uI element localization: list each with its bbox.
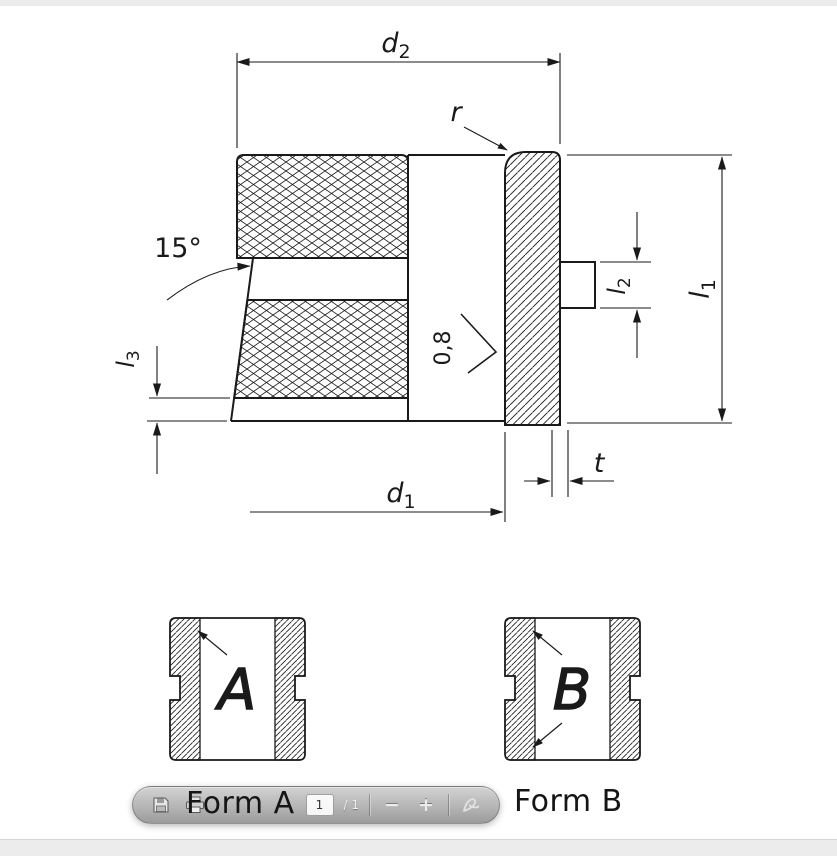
surface-roughness-symbol: 0,8 — [431, 313, 498, 374]
upper-knurl-band — [236, 154, 409, 259]
roughness-value: 0,8 — [431, 331, 456, 366]
svg-text:d1: d1 — [386, 478, 415, 513]
main-view-knurled-body — [230, 154, 505, 422]
zoom-out-button[interactable]: − — [380, 793, 404, 817]
form-b-view: B — [504, 617, 641, 761]
form-a-left-wall — [169, 617, 201, 761]
page-number-value: 1 — [315, 798, 324, 812]
slot-angled-edge — [230, 257, 254, 422]
form-a-letter: A — [215, 658, 256, 723]
main-view-flange-section — [504, 151, 596, 426]
print-icon — [186, 796, 204, 813]
dimension-d1: d1 — [250, 432, 506, 522]
toolbar-divider-2 — [448, 794, 449, 816]
svg-text:d2: d2 — [381, 28, 410, 63]
t-label: t — [594, 448, 606, 479]
page-number-field[interactable]: 1 — [305, 794, 334, 816]
dimension-d2: d2 — [236, 28, 561, 148]
zoom-in-icon: + — [418, 793, 434, 816]
zoom-in-button[interactable]: + — [414, 793, 438, 817]
acrobat-icon — [463, 798, 480, 812]
zoom-out-icon: − — [384, 793, 400, 816]
print-button[interactable] — [183, 793, 207, 817]
dimension-angle-15deg: 15° — [154, 233, 251, 301]
pdf-floating-toolbar: 1 / 1 − + — [132, 786, 500, 824]
l1-label: l — [685, 291, 716, 299]
lower-knurl-band — [233, 299, 409, 399]
d1-label: d — [386, 478, 404, 509]
form-a-caption: Form A — [186, 786, 295, 821]
page-edge-bottom — [0, 839, 837, 856]
angle-label: 15° — [154, 233, 202, 264]
l3-label: l — [112, 361, 140, 368]
svg-text:l1: l1 — [685, 279, 720, 299]
l2-label: l — [603, 288, 631, 295]
form-a-view: A — [169, 617, 306, 761]
form-b-arrow-bottom — [532, 722, 563, 748]
acrobat-button[interactable] — [459, 793, 483, 817]
form-b-left-wall — [504, 617, 536, 761]
svg-text:l3: l3 — [112, 350, 144, 368]
flange-outline — [504, 151, 561, 426]
dimension-t: t — [524, 430, 614, 497]
dimension-l1: l1 — [567, 154, 732, 424]
form-b-arrow-top — [532, 630, 563, 656]
flange-boss — [559, 261, 596, 309]
form-a-arrow — [197, 630, 228, 656]
form-a-right-wall — [274, 617, 306, 761]
save-icon — [153, 797, 169, 813]
dimension-l2: l2 — [600, 212, 651, 358]
svg-text:l2: l2 — [603, 277, 635, 295]
roughness-check-icon — [460, 313, 498, 374]
form-b-caption: Form B — [514, 784, 623, 819]
form-b-right-wall — [609, 617, 641, 761]
toolbar-divider — [369, 794, 370, 816]
page-edge-top — [0, 0, 837, 6]
page-total-label: / 1 — [343, 798, 360, 812]
dimension-r: r — [450, 97, 508, 151]
r-label: r — [450, 97, 463, 128]
save-button[interactable] — [149, 793, 173, 817]
form-b-letter: B — [553, 658, 591, 723]
dimension-l3: l3 — [112, 346, 230, 474]
d2-label: d — [381, 28, 399, 59]
